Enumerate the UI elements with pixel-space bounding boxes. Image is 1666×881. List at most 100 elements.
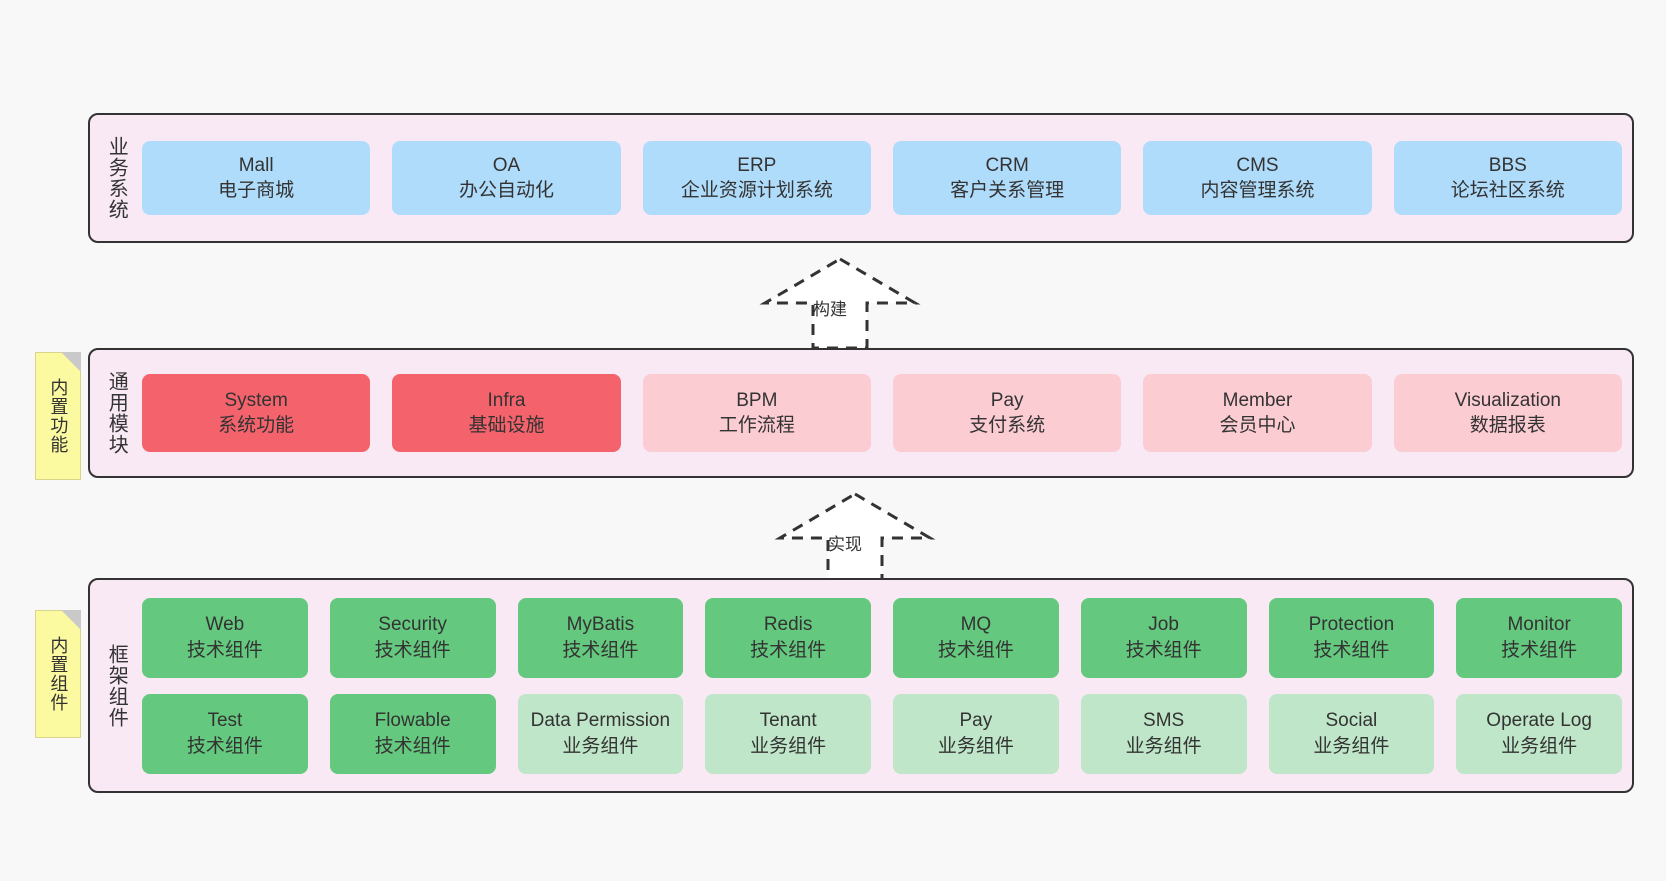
card-subtitle: 技术组件 (750, 639, 827, 661)
card-title: BBS (1488, 154, 1527, 176)
card-system[interactable]: System 系统功能 (142, 374, 371, 452)
card-title: Operate Log (1486, 710, 1592, 732)
card-redis[interactable]: Redis 技术组件 (705, 597, 871, 678)
card-subtitle: 数据报表 (1469, 415, 1546, 436)
card-subtitle: 技术组件 (1501, 639, 1578, 661)
arrow-label-build: 构建 (813, 300, 847, 319)
card-web[interactable]: Web 技术组件 (142, 597, 308, 678)
card-data-permission[interactable]: Data Permission 业务组件 (517, 693, 684, 774)
card-subtitle: 基础设施 (468, 415, 545, 436)
card-subtitle: 内容管理系统 (1200, 180, 1315, 201)
card-bbs[interactable]: BBS 论坛社区系统 (1393, 141, 1622, 215)
layer-business-systems: 业务系统 Mall 电子商城 OA 办公自动化 ERP 企业资源计划系统 CRM… (88, 113, 1634, 243)
card-title: Mall (238, 154, 274, 176)
layer-title-business-systems: 业务系统 (105, 136, 128, 220)
card-member[interactable]: Member 会员中心 (1143, 374, 1372, 452)
card-title: Monitor (1507, 614, 1571, 636)
card-visualization[interactable]: Visualization 数据报表 (1393, 374, 1622, 452)
card-title: ERP (737, 154, 777, 176)
card-pay-module[interactable]: Pay 支付系统 (892, 374, 1122, 452)
card-title: Security (378, 614, 447, 636)
card-subtitle: 业务组件 (1313, 735, 1390, 757)
generalization-arrow-icon (759, 257, 921, 350)
layer-title-framework-components: 框架组件 (105, 643, 128, 728)
card-title: Social (1325, 710, 1378, 732)
card-subtitle: 技术组件 (1125, 639, 1202, 661)
card-subtitle: 业务组件 (750, 735, 827, 757)
card-title: MyBatis (566, 614, 635, 636)
card-title: CRM (985, 154, 1029, 176)
card-subtitle: 技术组件 (1313, 639, 1390, 661)
card-title: Test (207, 710, 243, 732)
card-title: Pay (990, 389, 1024, 411)
card-subtitle: 技术组件 (374, 639, 451, 661)
card-title: Tenant (759, 710, 817, 732)
card-flowable[interactable]: Flowable 技术组件 (329, 693, 496, 774)
card-subtitle: 技术组件 (374, 735, 451, 757)
card-subtitle: 业务组件 (562, 735, 639, 757)
arrow-implement: 实现 (770, 488, 940, 585)
layer-title-generic-modules: 通用模块 (105, 371, 128, 455)
card-protection[interactable]: Protection 技术组件 (1268, 597, 1435, 678)
card-row: System 系统功能 Infra 基础设施 BPM 工作流程 Pay 支付系统… (142, 374, 1622, 452)
card-oa[interactable]: OA 办公自动化 (392, 141, 621, 215)
card-subtitle: 会员中心 (1219, 415, 1296, 436)
card-security[interactable]: Security 技术组件 (329, 597, 496, 678)
sticky-note-label: 内置功能 (48, 378, 69, 454)
card-mq[interactable]: MQ 技术组件 (893, 597, 1059, 678)
card-subtitle: 论坛社区系统 (1450, 180, 1565, 201)
layer-body-framework-components: Web 技术组件 Security 技术组件 MyBatis 技术组件 Redi… (142, 580, 1632, 791)
card-erp[interactable]: ERP 企业资源计划系统 (642, 141, 871, 215)
card-monitor[interactable]: Monitor 技术组件 (1456, 597, 1622, 678)
card-job[interactable]: Job 技术组件 (1080, 597, 1247, 678)
card-pay-component[interactable]: Pay 业务组件 (893, 693, 1059, 774)
card-subtitle: 业务组件 (937, 735, 1014, 757)
card-row: Web 技术组件 Security 技术组件 MyBatis 技术组件 Redi… (142, 597, 1622, 678)
card-subtitle: 支付系统 (969, 415, 1046, 436)
card-crm[interactable]: CRM 客户关系管理 (892, 141, 1122, 215)
card-subtitle: 系统功能 (218, 415, 295, 436)
card-title: Redis (763, 614, 813, 636)
card-sms[interactable]: SMS 业务组件 (1080, 693, 1247, 774)
card-subtitle: 企业资源计划系统 (680, 180, 833, 201)
card-title: CMS (1236, 154, 1279, 176)
card-subtitle: 客户关系管理 (950, 180, 1065, 201)
card-title: Pay (959, 710, 993, 732)
card-social[interactable]: Social 业务组件 (1268, 693, 1435, 774)
card-title: Job (1148, 614, 1179, 636)
card-title: Member (1222, 389, 1293, 411)
sticky-note-builtin-function: 内置功能 (35, 352, 81, 480)
card-subtitle: 技术组件 (186, 639, 263, 661)
card-bpm[interactable]: BPM 工作流程 (642, 374, 871, 452)
card-title: SMS (1143, 710, 1185, 732)
sticky-note-builtin-component: 内置组件 (35, 610, 81, 738)
card-subtitle: 工作流程 (718, 415, 795, 436)
card-mybatis[interactable]: MyBatis 技术组件 (517, 597, 684, 678)
card-title: BPM (736, 389, 778, 411)
card-subtitle: 电子商城 (218, 180, 295, 201)
layer-body-generic-modules: System 系统功能 Infra 基础设施 BPM 工作流程 Pay 支付系统… (142, 350, 1632, 476)
arrow-build: 构建 (755, 253, 925, 350)
card-subtitle: 技术组件 (186, 735, 263, 757)
card-infra[interactable]: Infra 基础设施 (392, 374, 621, 452)
layer-framework-components: 框架组件 Web 技术组件 Security 技术组件 MyBatis 技术组件… (88, 578, 1634, 793)
card-operate-log[interactable]: Operate Log 业务组件 (1456, 693, 1622, 774)
card-subtitle: 办公自动化 (458, 180, 554, 201)
card-mall[interactable]: Mall 电子商城 (142, 141, 371, 215)
card-row: Mall 电子商城 OA 办公自动化 ERP 企业资源计划系统 CRM 客户关系… (142, 141, 1622, 215)
arrow-label-implement: 实现 (828, 535, 862, 554)
card-title: OA (492, 154, 521, 176)
card-title: Flowable (374, 710, 451, 732)
card-subtitle: 业务组件 (1501, 735, 1578, 757)
card-tenant[interactable]: Tenant 业务组件 (705, 693, 871, 774)
card-title: Data Permission (530, 710, 671, 732)
card-title: Infra (487, 389, 526, 411)
card-row: Test 技术组件 Flowable 技术组件 Data Permission … (142, 693, 1622, 774)
sticky-note-label: 内置组件 (48, 636, 69, 712)
card-test[interactable]: Test 技术组件 (142, 693, 308, 774)
card-title: Protection (1308, 614, 1395, 636)
card-subtitle: 业务组件 (1125, 735, 1202, 757)
card-cms[interactable]: CMS 内容管理系统 (1143, 141, 1372, 215)
card-title: Web (205, 614, 245, 636)
